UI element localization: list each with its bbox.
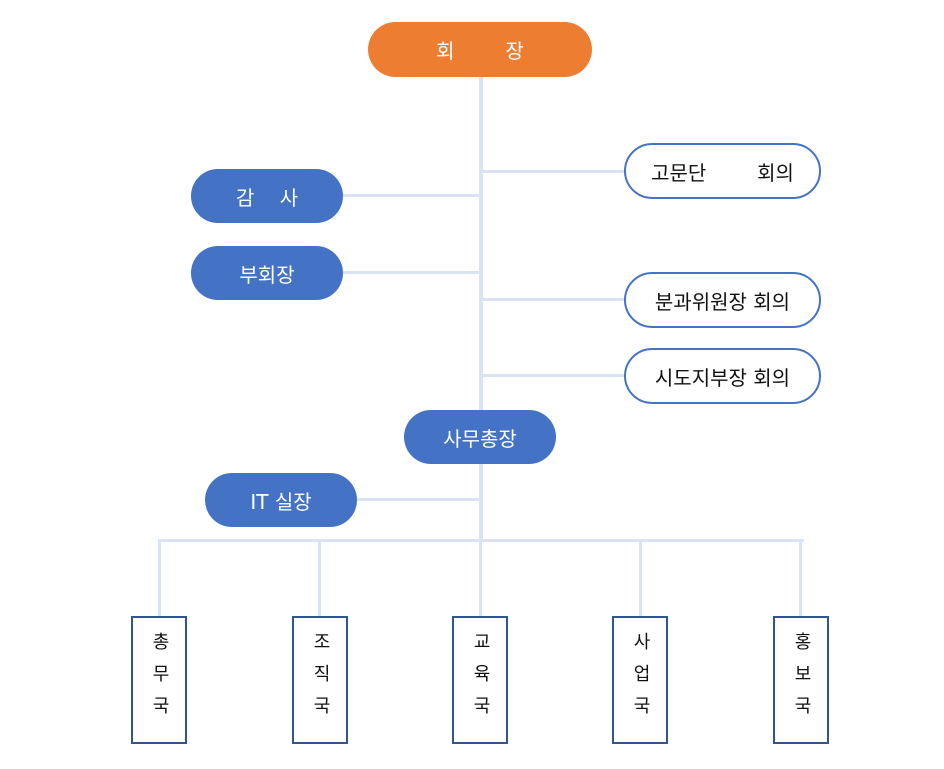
department-box: 홍보국 [773, 616, 829, 744]
regional-connector [481, 374, 626, 377]
department-box: 조직국 [292, 616, 348, 744]
vice-chairman-node: 부회장 [191, 246, 343, 300]
department-box: 교육국 [452, 616, 508, 744]
department-drop-4 [639, 539, 642, 617]
department-box: 사업국 [612, 616, 668, 744]
advisory-connector [481, 170, 626, 173]
department-box: 총무국 [131, 616, 187, 744]
audit-node: 감 사 [191, 169, 343, 223]
department-drop-5 [799, 539, 802, 617]
committee-meeting-node: 분과위원장 회의 [624, 272, 821, 328]
secretary-general-node: 사무총장 [404, 410, 556, 464]
it-office-node: IT 실장 [205, 473, 357, 527]
advisory-meeting-node: 고문단 회의 [624, 143, 821, 199]
audit-connector [343, 194, 481, 197]
vice-chairman-connector [343, 271, 481, 274]
committee-connector [481, 298, 626, 301]
chairman-node: 회 장 [368, 22, 592, 77]
department-drop-1 [158, 539, 161, 617]
department-drop-3 [479, 539, 482, 617]
regional-meeting-node: 시도지부장 회의 [624, 348, 821, 404]
trunk-line [479, 76, 483, 542]
department-drop-2 [318, 539, 321, 617]
it-connector [357, 498, 481, 501]
